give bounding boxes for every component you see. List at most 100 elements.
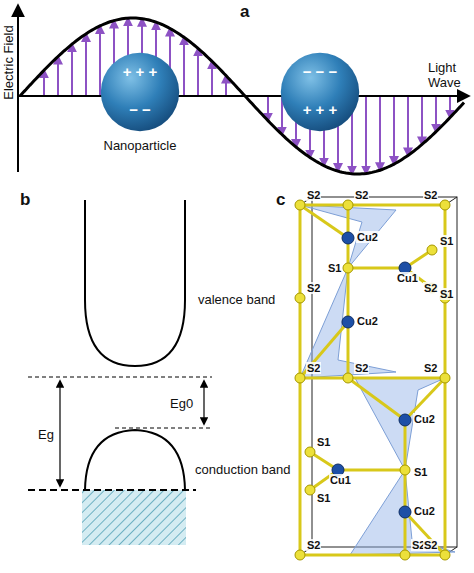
atom-label: S1: [439, 235, 454, 247]
band-label: valence band: [198, 292, 275, 307]
light-wave-curve: [20, 18, 464, 174]
axis-label: Light Wave: [428, 60, 470, 90]
unit-cell: [300, 205, 445, 555]
copper-atom: [342, 316, 354, 328]
charge-signs: − −: [129, 102, 151, 118]
sulfur-atom: [400, 465, 410, 475]
copper-atom: [399, 506, 411, 518]
bond: [404, 420, 407, 470]
nanoparticle: + + + − −: [100, 52, 180, 132]
field-arrow: [99, 26, 101, 96]
bond: [348, 377, 445, 380]
sulfur-atom: [343, 373, 353, 383]
atom-label: S2: [306, 539, 321, 551]
sulfur-atom: [343, 200, 353, 210]
field-arrow: [393, 96, 395, 164]
axis: [17, 6, 19, 172]
valence-band-curve: [85, 200, 185, 366]
atom-label: S1: [413, 466, 428, 478]
sulfur-atom: [295, 293, 305, 303]
field-arrow: [71, 44, 73, 96]
atom-label: S1: [316, 436, 331, 448]
bond: [300, 554, 405, 557]
bond: [444, 378, 447, 555]
atom-label: S1: [439, 288, 454, 300]
atom-label: S2: [423, 539, 438, 551]
field-arrow: [435, 96, 437, 132]
copper-atom: [399, 414, 411, 426]
sphere: [101, 53, 179, 131]
bond: [405, 554, 445, 557]
bond: [300, 205, 348, 238]
panel-letter: b: [20, 190, 30, 210]
bond: [348, 267, 405, 270]
gap-arrow: [59, 381, 60, 486]
panel-letter: c: [276, 190, 285, 210]
conduction-band-curve: [85, 430, 185, 490]
sulfur-atom: [295, 200, 305, 210]
atom-label: S2: [306, 189, 321, 201]
crystal-structure: [295, 197, 457, 560]
sulfur-atom: [440, 550, 450, 560]
fermi-level: [28, 489, 196, 491]
atom-label: S2: [423, 362, 438, 374]
field-arrow: [421, 96, 423, 144]
copper-atom: [342, 232, 354, 244]
sphere: [281, 53, 359, 131]
atom-label: S1: [316, 492, 331, 504]
bond: [300, 204, 348, 207]
sulfur-atom: [440, 200, 450, 210]
sulfur-atom: [305, 447, 315, 457]
bond: [338, 469, 405, 472]
field-arrow: [379, 96, 381, 170]
atom-label: Cu1: [329, 474, 352, 486]
sulfur-atom: [400, 550, 410, 560]
field-arrow: [267, 96, 269, 121]
gap-arrow: [203, 381, 204, 424]
field-arrow: [365, 96, 367, 174]
energy-gap-label: Eg0: [170, 396, 193, 411]
bond: [300, 377, 348, 380]
charge-signs: + + +: [123, 64, 158, 80]
bond: [347, 268, 350, 322]
atom-label: Cu2: [413, 505, 436, 517]
atom-label: S2: [306, 282, 321, 294]
band-label: conduction band: [195, 462, 290, 477]
bond: [405, 512, 445, 555]
bond: [348, 204, 445, 207]
sulfur-atom: [440, 373, 450, 383]
atom-label: S2: [423, 282, 438, 294]
panel-letter: a: [240, 2, 249, 22]
atom-label: S1: [327, 262, 342, 274]
sulfur-atom: [295, 550, 305, 560]
charge-signs: − − −: [303, 64, 338, 80]
field-arrow: [183, 37, 185, 96]
field-arrow: [449, 96, 451, 118]
field-arrow: [43, 70, 45, 96]
field-arrow: [57, 57, 59, 97]
field-arrow: [85, 34, 87, 96]
level-line: [115, 428, 212, 429]
nanoparticle: − − −+ + +: [280, 52, 360, 132]
axis-label: Electric Field: [1, 25, 16, 99]
bond: [299, 298, 302, 378]
bond: [299, 378, 302, 555]
coordination-polyhedron: [350, 470, 455, 555]
bond: [347, 322, 350, 378]
atom-label: Cu2: [356, 315, 379, 327]
sulfur-atom: [343, 263, 353, 273]
bond: [444, 205, 447, 298]
bond: [300, 322, 348, 378]
level-line: [28, 377, 212, 378]
atom-label: S2: [306, 362, 321, 374]
atom-label: Cu1: [396, 272, 419, 284]
filled-states: [82, 490, 186, 545]
field-arrow: [225, 76, 227, 97]
field-arrow: [211, 61, 213, 96]
sulfur-atom: [305, 485, 315, 495]
atom-label: S2: [423, 189, 438, 201]
coordination-polyhedron: [300, 268, 396, 378]
sulfur-atom: [427, 245, 437, 255]
annotation: Nanoparticle: [104, 138, 177, 153]
